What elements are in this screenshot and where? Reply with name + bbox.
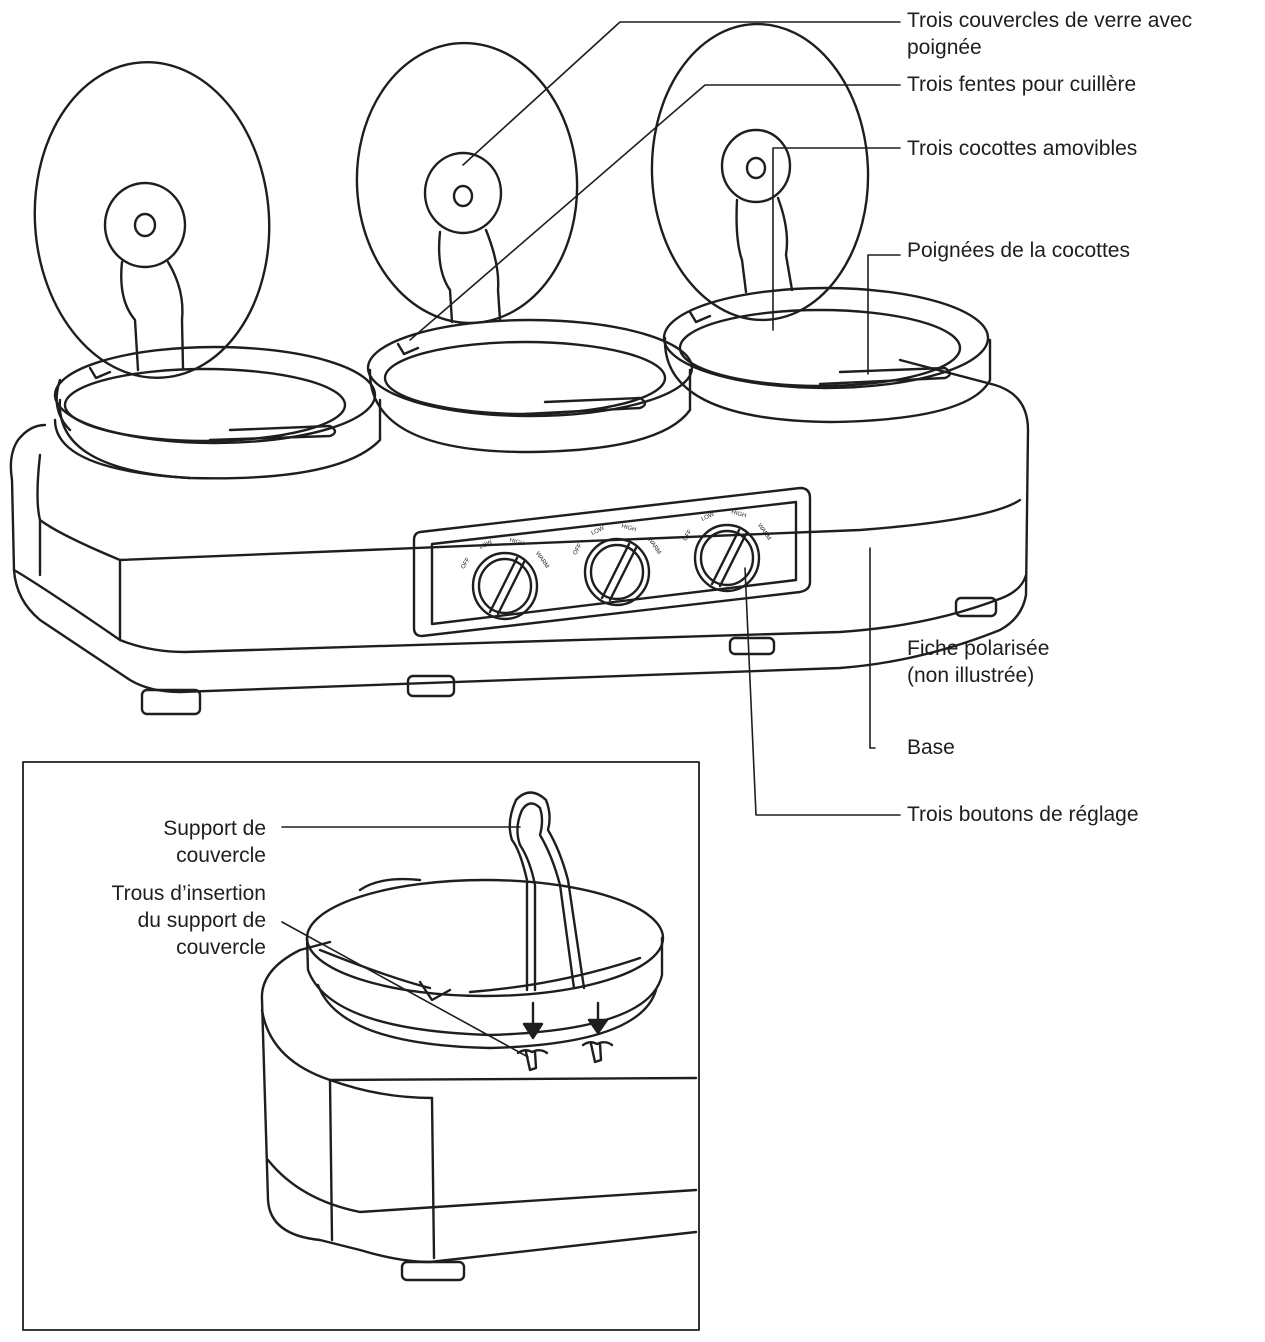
crock-handle-middle [523, 396, 647, 416]
lid-rest-right [735, 198, 748, 294]
insertion-hole-right [581, 1041, 614, 1064]
knob-marking-3-2: LOW [701, 511, 716, 522]
label-insertion-holes-line3: couvercle [176, 936, 266, 959]
label-lid-rest: Support de couvercle [163, 815, 266, 869]
knob-marking-3-3: HIGH [731, 510, 747, 520]
base-foot-right [954, 596, 998, 618]
leader-lids [462, 21, 901, 166]
knob-marking-3-1: OFF [682, 529, 693, 543]
label-lids-line1: Trois couvercles de verre avec [907, 9, 1193, 32]
leader-base [869, 547, 876, 749]
glass-lid-middle[interactable] [350, 37, 584, 328]
base-foot-right-back [728, 636, 776, 656]
lid-rest-middle [437, 230, 454, 324]
leader-crock-handles [867, 254, 901, 375]
knob-markings: OFF LOW HIGH WARM OFF LOW HIGH WARM OFF LOW HIGH WA… [460, 510, 771, 571]
leader-knobs [744, 567, 901, 816]
leader-crocks [772, 147, 901, 331]
label-lids: Trois couvercles de verre avec poignée [907, 7, 1192, 61]
glass-lid-right[interactable] [647, 20, 873, 323]
inset-panel [22, 761, 700, 1331]
label-spoon-slots: Trois fentes pour cuillère [907, 73, 1137, 96]
knob-marking-3-4: WARM [756, 523, 772, 542]
label-plug-line2: (non illustrée) [907, 664, 1035, 687]
crock-right[interactable] [662, 286, 992, 424]
knob-marking-1-2: LOW [479, 539, 494, 550]
lid-knob-right [745, 156, 767, 180]
insertion-arrows [522, 1001, 609, 1040]
label-lids-line2: poignée [907, 36, 982, 59]
label-lid-rest-line1: Support de [163, 817, 266, 840]
knob-right[interactable] [693, 523, 761, 593]
knob-marking-1-3: HIGH [509, 538, 525, 548]
base-foot-left [140, 688, 202, 716]
label-plug-line1: Fiche polarisée [907, 637, 1050, 660]
control-panel [412, 486, 812, 638]
crock-handle-left [208, 424, 337, 442]
knob-marking-2-2: LOW [591, 525, 606, 536]
leader-lines [409, 21, 901, 816]
lid-knob-middle [452, 184, 474, 208]
knob-middle[interactable] [583, 537, 651, 607]
glass-lid-left[interactable] [24, 54, 279, 386]
lid-rest-left [120, 260, 140, 372]
label-crock-handles: Poignées de la cocottes [907, 239, 1130, 262]
knob-marking-2-1: OFF [572, 543, 583, 557]
knob-marking-2-3: HIGH [621, 524, 637, 534]
knob-marking-1-1: OFF [460, 557, 471, 571]
label-insertion-holes: Trous d’insertion du support de couvercl… [112, 880, 266, 961]
label-insertion-holes-line2: du support de [137, 909, 266, 932]
knob-marking-2-4: WARM [646, 537, 662, 556]
leader-insertion-holes [281, 921, 529, 1058]
inset-lid-rest[interactable] [508, 791, 586, 992]
inset-base-foot [400, 1260, 466, 1282]
label-insertion-holes-line1: Trous d’insertion [111, 882, 266, 905]
base-foot-middle [406, 674, 456, 698]
appliance-base [9, 358, 1030, 716]
crock-middle[interactable] [366, 318, 694, 454]
inset-spoon-slot [418, 980, 452, 1002]
crock-left[interactable] [53, 345, 382, 480]
leader-spoon-slots [409, 84, 901, 341]
spoon-slot-middle [396, 342, 420, 356]
label-base: Base [907, 736, 955, 759]
label-lid-rest-line2: couvercle [176, 844, 266, 867]
crock-handle-right [818, 366, 952, 386]
spoon-slot-right [688, 310, 712, 324]
lid-knob-left [133, 212, 157, 238]
label-knobs: Trois boutons de réglage [907, 803, 1139, 826]
label-crocks: Trois cocottes amovibles [907, 137, 1138, 160]
label-plug: Fiche polarisée (non illustrée) [907, 635, 1049, 689]
spoon-slot-left [88, 366, 112, 380]
knob-marking-1-4: WARM [534, 551, 550, 570]
insertion-hole-left [516, 1049, 549, 1072]
knob-left[interactable] [471, 551, 539, 621]
